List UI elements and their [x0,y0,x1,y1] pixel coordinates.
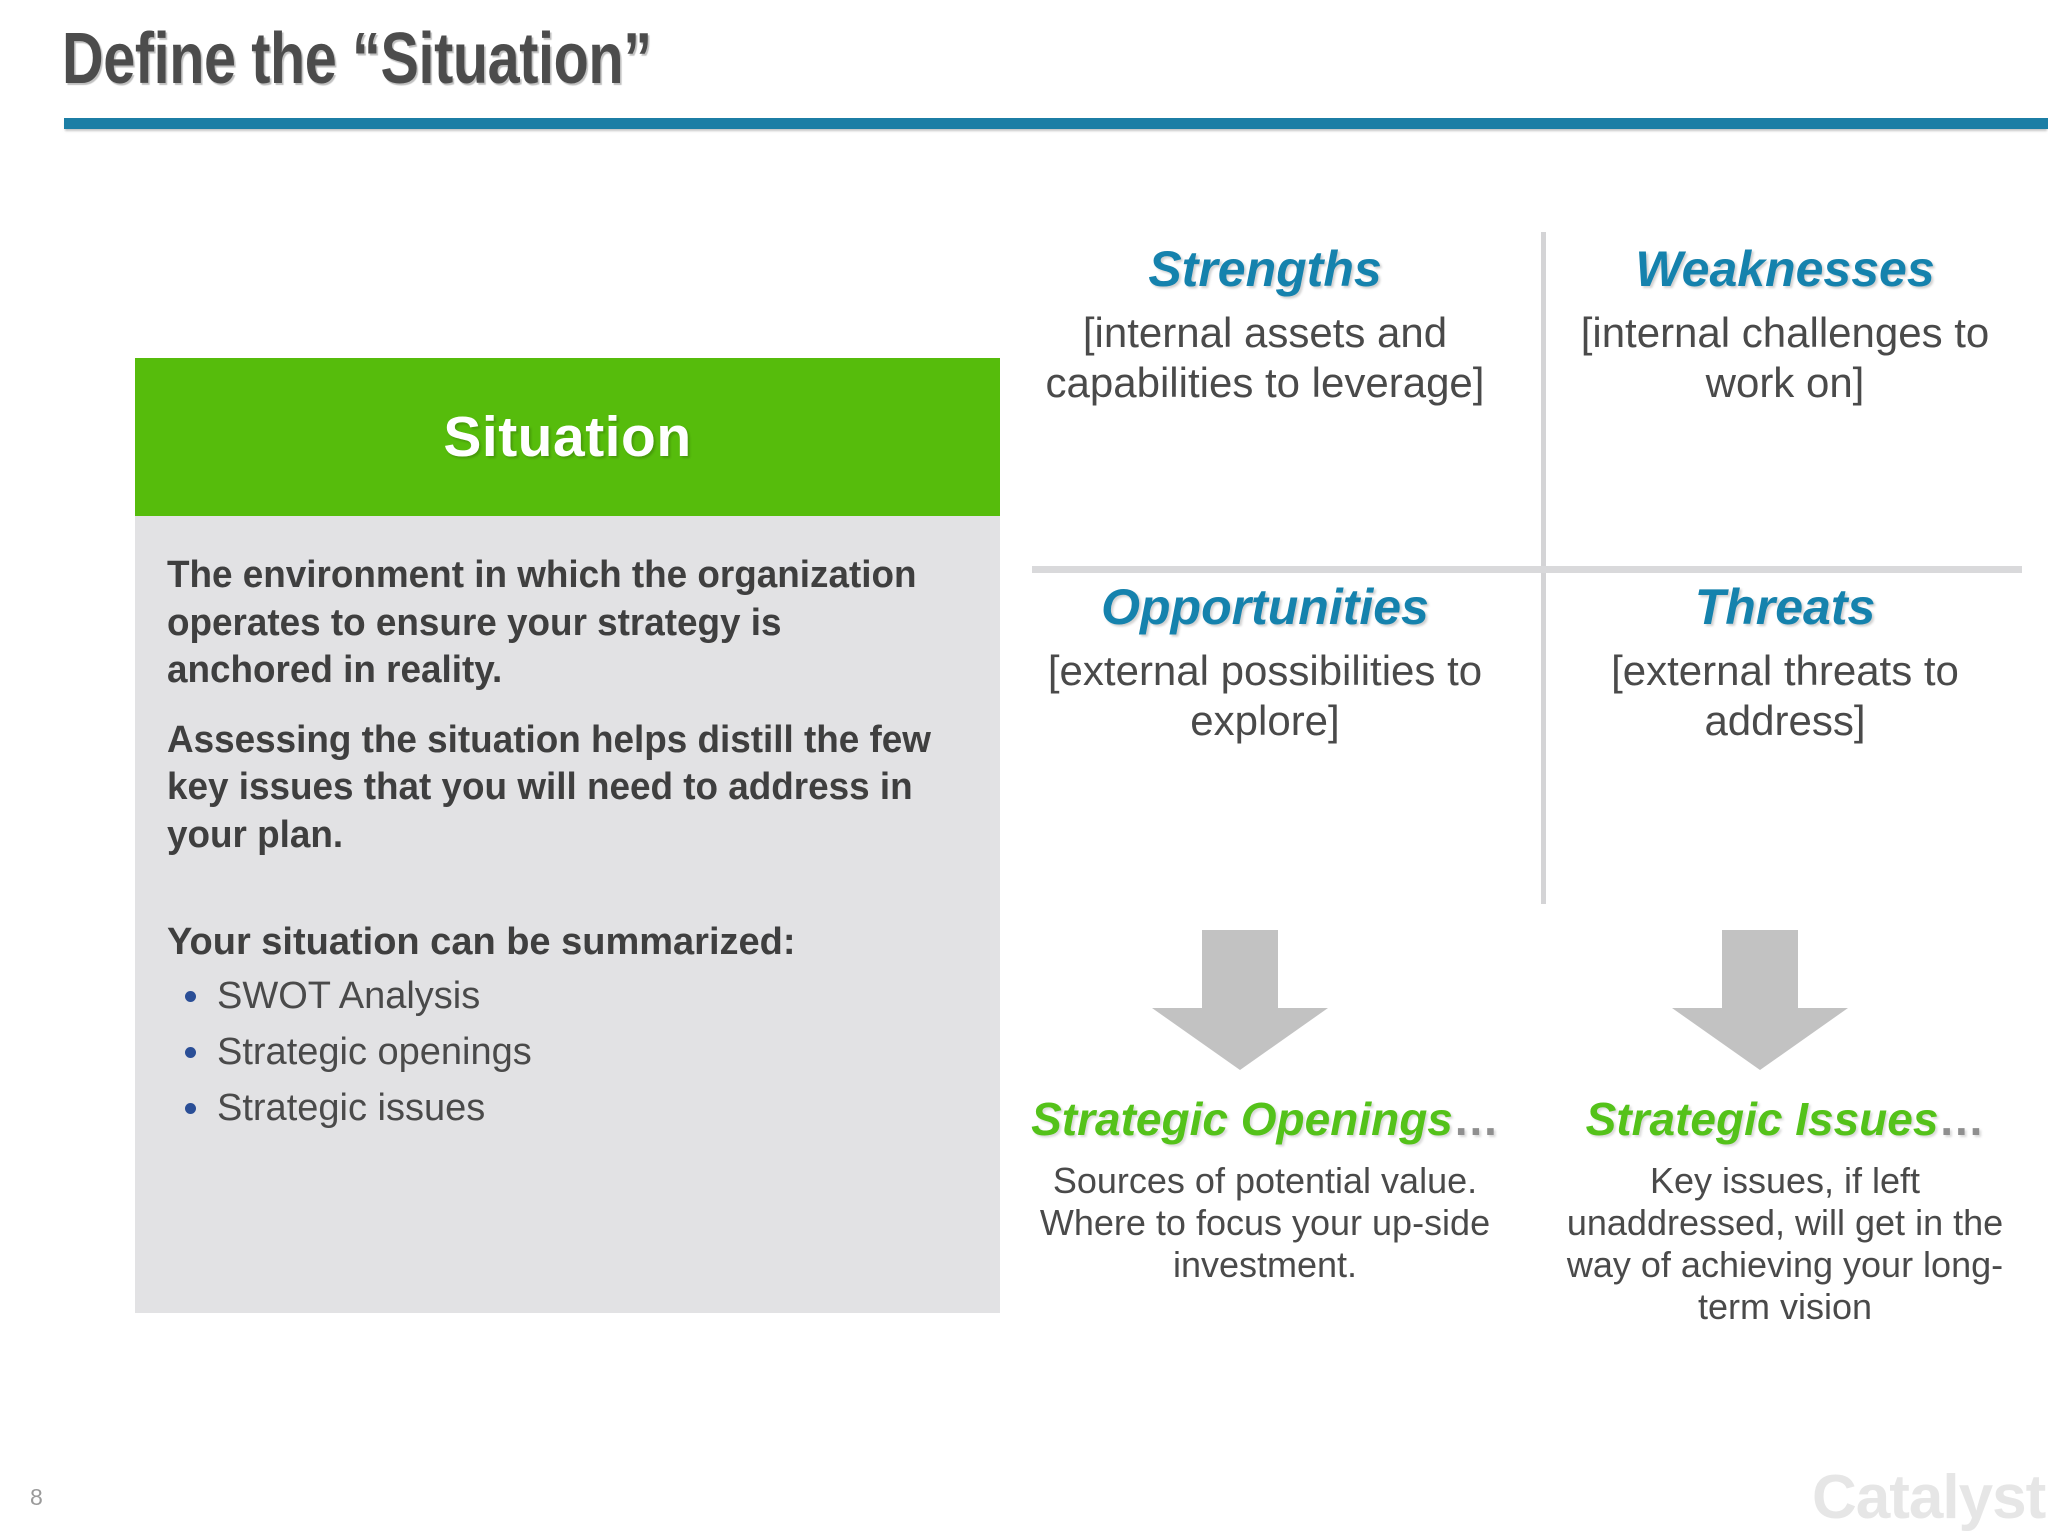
title-divider-rule [64,118,2048,129]
swot-quadrant-opportunities: Opportunities [external possibilities to… [1030,578,1500,745]
list-item-label: Strategic openings [217,1030,532,1073]
outcome-title-text: Strategic Openings [1031,1093,1453,1145]
swot-horizontal-divider [1032,566,2022,573]
down-arrow-icon [1152,930,1328,1070]
list-item: Strategic issues [167,1085,968,1141]
outcome-title: Strategic Openings… [1030,1095,1500,1144]
swot-quadrant-weaknesses: Weaknesses [internal challenges to work … [1550,240,2020,407]
swot-quadrant-description: [external threats to address] [1611,647,1959,744]
swot-quadrant-title: Strengths [1148,241,1382,297]
situation-bullet-list: SWOT Analysis Strategic openings Strateg… [167,973,968,1142]
bullet-dot-icon [185,1046,196,1058]
situation-paragraph-1: The environment in which the organizatio… [167,554,917,691]
page-number: 8 [30,1484,43,1510]
swot-quadrant-title: Threats [1694,579,1876,635]
brand-logo: Catalyst [1812,1463,2046,1532]
situation-paragraph-2: Assessing the situation helps distill th… [167,718,931,856]
situation-summary-lead: Your situation can be summarized: [167,921,796,963]
swot-quadrant-strengths: Strengths [internal assets and capabilit… [1030,240,1500,407]
list-item: SWOT Analysis [167,973,968,1029]
situation-panel-header: Situation [135,358,1000,516]
swot-quadrant-title: Weaknesses [1635,241,1935,297]
down-arrow-icon [1672,930,1848,1070]
outcome-title-ellipsis: … [1938,1093,1985,1145]
swot-quadrant-description: [external possibilities to explore] [1047,647,1483,744]
swot-quadrant-description: [internal challenges to work on] [1580,309,1990,406]
swot-quadrant-title: Opportunities [1101,579,1429,635]
swot-quadrant-threats: Threats [external threats to address] [1550,578,2020,745]
outcome-title-ellipsis: … [1452,1093,1499,1145]
situation-header-label: Situation [443,405,692,469]
page-title: Define the “Situation” [62,19,652,99]
bullet-dot-icon [185,1103,196,1115]
outcome-strategic-issues: Strategic Issues… Key issues, if left un… [1550,1095,2020,1328]
swot-matrix: Strengths [internal assets and capabilit… [1030,240,2020,744]
situation-panel: Situation The environment in which the o… [135,358,1000,1313]
outcome-title-text: Strategic Issues [1585,1093,1939,1145]
outcome-description: Key issues, if left unaddressed, will ge… [1566,1159,2004,1328]
outcome-title: Strategic Issues… [1550,1095,2020,1144]
list-item: Strategic openings [167,1029,968,1085]
swot-quadrant-description: [internal assets and capabilities to lev… [1045,309,1485,406]
list-item-label: Strategic issues [217,1087,486,1130]
outcome-description: Sources of potential value. Where to foc… [1039,1159,1491,1285]
situation-panel-body: The environment in which the organizatio… [135,516,1000,1313]
bullet-dot-icon [185,990,196,1002]
list-item-label: SWOT Analysis [217,974,481,1017]
outcome-strategic-openings: Strategic Openings… Sources of potential… [1030,1095,1500,1286]
